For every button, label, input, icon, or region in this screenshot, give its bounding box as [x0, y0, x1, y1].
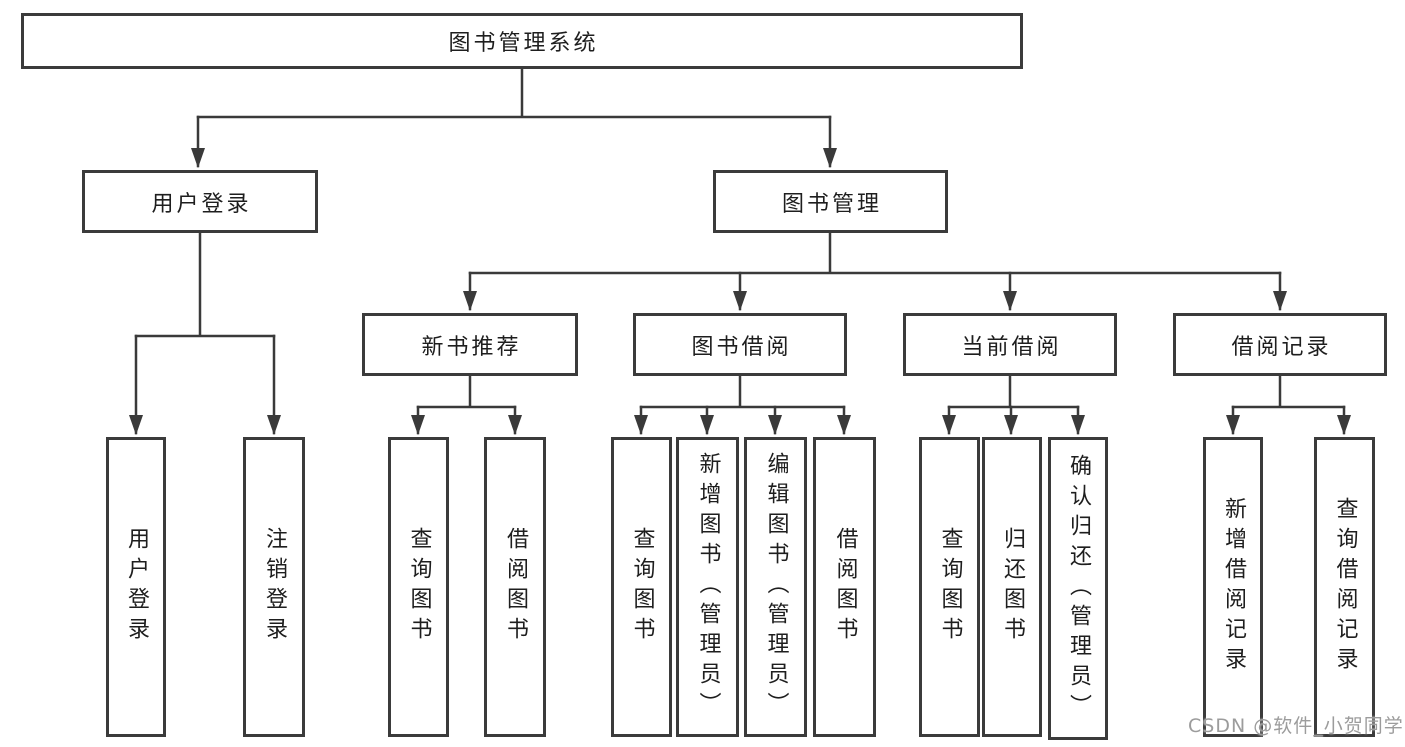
leaf-borrow-books-recommend: 借阅图书	[484, 437, 546, 737]
node-label: 归还图书	[1000, 527, 1025, 647]
node-new-book-recommend: 新书推荐	[362, 313, 578, 376]
node-label: 查询图书	[937, 527, 963, 647]
watermark: CSDN @软件_小贺同学	[1188, 715, 1404, 737]
node-user-login-module: 用户登录	[82, 170, 318, 233]
node-label: 用户登录	[124, 527, 149, 647]
node-label: 借阅图书	[832, 527, 858, 647]
leaf-query-books-borrow: 查询图书	[611, 437, 672, 737]
leaf-borrow-book: 借阅图书	[813, 437, 876, 737]
node-label: 查询图书	[629, 527, 655, 647]
node-label: 新增借阅记录	[1221, 497, 1246, 677]
node-label: 新书推荐	[421, 334, 522, 360]
node-book-management-module: 图书管理	[713, 170, 948, 233]
node-book-borrow: 图书借阅	[633, 313, 847, 376]
leaf-confirm-return-admin: 确认归还（管理员）	[1048, 437, 1108, 740]
leaf-add-book-admin: 新增图书（管理员）	[676, 437, 739, 737]
leaf-logout: 注销登录	[243, 437, 305, 737]
node-label: 编辑图书（管理员）	[763, 452, 789, 722]
leaf-edit-book-admin: 编辑图书（管理员）	[744, 437, 807, 737]
node-label: 当前借阅	[961, 334, 1062, 360]
node-label: 借阅图书	[503, 527, 528, 647]
node-root-system: 图书管理系统	[21, 13, 1023, 69]
node-label: 图书管理	[781, 191, 882, 217]
leaf-add-borrow-record: 新增借阅记录	[1203, 437, 1263, 737]
node-label: 借阅记录	[1231, 334, 1332, 360]
node-label: 注销登录	[262, 527, 287, 647]
node-borrow-records: 借阅记录	[1173, 313, 1387, 376]
node-label: 图书借阅	[691, 334, 792, 360]
leaf-return-book: 归还图书	[982, 437, 1042, 737]
node-label: 查询借阅记录	[1332, 497, 1358, 677]
node-label: 新增图书（管理员）	[695, 452, 721, 722]
leaf-query-books-current: 查询图书	[919, 437, 980, 737]
node-label: 查询图书	[406, 527, 432, 647]
node-label: 确认归还（管理员）	[1066, 453, 1091, 724]
leaf-user-login: 用户登录	[106, 437, 166, 737]
leaf-query-books-recommend: 查询图书	[388, 437, 449, 737]
node-label: 用户登录	[151, 191, 252, 217]
node-label: 图书管理系统	[448, 31, 599, 56]
node-current-borrow: 当前借阅	[903, 313, 1117, 376]
leaf-query-borrow-record: 查询借阅记录	[1314, 437, 1375, 737]
